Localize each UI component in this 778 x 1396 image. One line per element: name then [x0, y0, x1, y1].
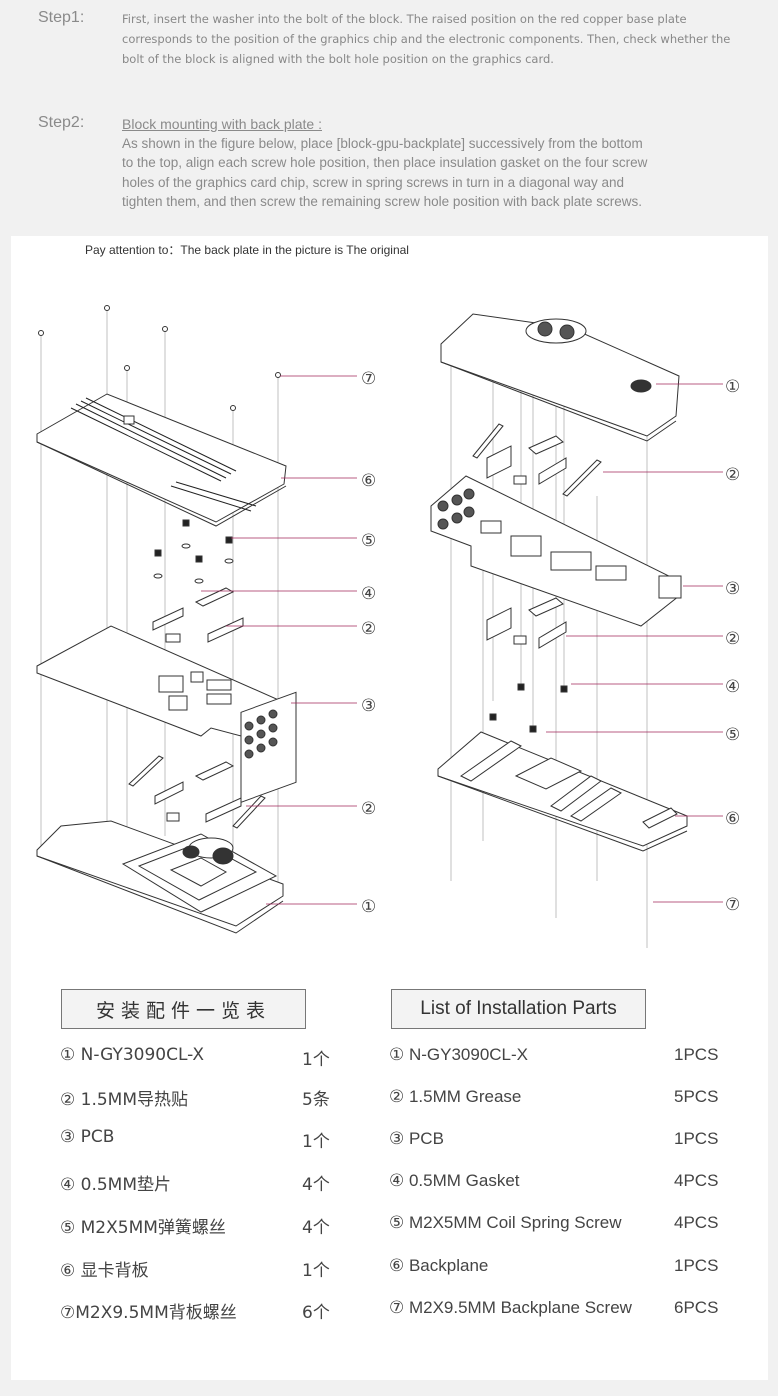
- parts-list-en-header: List of Installation Parts: [391, 989, 646, 1029]
- left-callout-7: ⑦: [361, 369, 376, 389]
- left-callout-lines: [201, 375, 357, 905]
- parts-en-row: ③ PCB 1PCS: [389, 1129, 729, 1153]
- part-qty: 6PCS: [674, 1298, 719, 1317]
- left-callout-5: ⑤: [361, 531, 376, 551]
- step2-label: Step2:: [38, 114, 85, 131]
- part-name: ② 1.5MM导热贴: [60, 1090, 189, 1110]
- right-spring-screws: [489, 683, 568, 733]
- right-thermal-pads-upper: [472, 423, 602, 497]
- parts-en-row: ⑥ Backplane 1PCS: [389, 1256, 729, 1280]
- parts-cn-row: ⑥ 显卡背板 1个: [60, 1256, 340, 1281]
- part-qty: 4PCS: [674, 1171, 719, 1190]
- part-qty: 5条: [302, 1090, 330, 1110]
- left-backplate: [36, 393, 287, 527]
- right-callout-7: ⑦: [725, 895, 740, 915]
- parts-en-row: ④ 0.5MM Gasket 4PCS: [389, 1171, 729, 1195]
- parts-list-cn-header: 安装配件一览表: [61, 989, 306, 1029]
- left-callout-2b: ②: [361, 799, 376, 819]
- attention-note: Pay attention to：The back plate in the p…: [85, 243, 409, 257]
- left-callouts: ⑦ ⑥ ⑤ ④ ② ③ ② ①: [361, 369, 376, 917]
- left-spring-screws: [154, 519, 233, 563]
- part-qty: 6个: [302, 1303, 330, 1323]
- diagram-panel: Pay attention to：The back plate in the p…: [11, 236, 768, 1380]
- left-callout-6: ⑥: [361, 471, 376, 491]
- left-callout-1: ①: [361, 897, 376, 917]
- part-qty: 1PCS: [674, 1129, 719, 1148]
- part-name: ⑤ M2X5MM Coil Spring Screw: [389, 1213, 622, 1232]
- right-water-block: [440, 313, 680, 442]
- parts-en-row: ① N-GY3090CL-X 1PCS: [389, 1045, 729, 1069]
- parts-en-row: ② 1.5MM Grease 5PCS: [389, 1087, 729, 1111]
- part-name: ⑦M2X9.5MM背板螺丝: [60, 1303, 237, 1323]
- parts-en-row: ⑦ M2X9.5MM Backplane Screw 6PCS: [389, 1298, 729, 1322]
- left-pcb: [36, 625, 297, 803]
- left-screws: [38, 305, 281, 411]
- part-qty: 4PCS: [674, 1213, 719, 1232]
- part-qty: 1个: [302, 1132, 330, 1152]
- part-qty: 4个: [302, 1218, 330, 1238]
- right-backplate: [437, 731, 688, 852]
- part-qty: 1PCS: [674, 1256, 719, 1275]
- parts-cn-row: ⑦M2X9.5MM背板螺丝 6个: [60, 1298, 340, 1323]
- part-name: ③ PCB: [389, 1129, 444, 1148]
- parts-cn-row: ① N-GY3090CL-X 1个: [60, 1045, 340, 1070]
- right-callout-lines: [546, 383, 723, 903]
- parts-cn-row: ② 1.5MM导热贴 5条: [60, 1085, 340, 1110]
- left-gaskets: [153, 543, 234, 584]
- part-name: ④ 0.5MM Gasket: [389, 1171, 520, 1190]
- exploded-assembly-diagram: ⑦ ⑥ ⑤ ④ ② ③ ② ① ① ② ③ ② ④ ⑤ ⑥ ⑦: [36, 305, 740, 948]
- part-name: ⑦ M2X9.5MM Backplane Screw: [389, 1298, 632, 1317]
- step2-body: Block mounting with back plate : As show…: [122, 114, 652, 212]
- part-name: ③ PCB: [60, 1127, 115, 1147]
- right-callouts: ① ② ③ ② ④ ⑤ ⑥ ⑦: [725, 377, 740, 915]
- parts-cn-row: ⑤ M2X5MM弹簧螺丝 4个: [60, 1213, 340, 1238]
- right-callout-2b: ②: [725, 629, 740, 649]
- parts-cn-row: ④ 0.5MM垫片 4个: [60, 1170, 340, 1195]
- right-callout-1: ①: [725, 377, 740, 397]
- left-water-block: [36, 820, 284, 934]
- step2-title: Block mounting with back plate :: [122, 116, 322, 132]
- part-qty: 1个: [302, 1050, 330, 1070]
- part-name: ① N-GY3090CL-X: [60, 1045, 205, 1065]
- right-callout-4: ④: [725, 677, 740, 697]
- parts-en-row: ⑤ M2X5MM Coil Spring Screw 4PCS: [389, 1213, 729, 1237]
- right-pcb: [430, 475, 682, 627]
- part-name: ② 1.5MM Grease: [389, 1087, 522, 1106]
- right-thermal-pads-lower: [486, 597, 567, 649]
- right-callout-5: ⑤: [725, 725, 740, 745]
- right-callout-3: ③: [725, 579, 740, 599]
- left-thermal-pads-lower: [128, 755, 266, 829]
- part-qty: 4个: [302, 1175, 330, 1195]
- step1-label: Step1:: [38, 9, 85, 26]
- part-name: ⑥ 显卡背板: [60, 1261, 149, 1281]
- right-callout-2a: ②: [725, 465, 740, 485]
- left-callout-4: ④: [361, 584, 376, 604]
- part-name: ⑥ Backplane: [389, 1256, 489, 1275]
- part-name: ⑤ M2X5MM弹簧螺丝: [60, 1218, 226, 1238]
- left-callout-2a: ②: [361, 619, 376, 639]
- part-qty: 5PCS: [674, 1087, 719, 1106]
- part-qty: 1个: [302, 1261, 330, 1281]
- parts-cn-row: ③ PCB 1个: [60, 1127, 340, 1152]
- part-name: ① N-GY3090CL-X: [389, 1045, 529, 1064]
- part-name: ④ 0.5MM垫片: [60, 1175, 172, 1195]
- step2-text: As shown in the figure below, place [blo…: [122, 136, 648, 210]
- left-thermal-pads-upper: [152, 587, 244, 643]
- left-callout-3: ③: [361, 696, 376, 716]
- step1-text: First, insert the washer into the bolt o…: [122, 12, 731, 66]
- part-qty: 1PCS: [674, 1045, 719, 1064]
- right-callout-6: ⑥: [725, 809, 740, 829]
